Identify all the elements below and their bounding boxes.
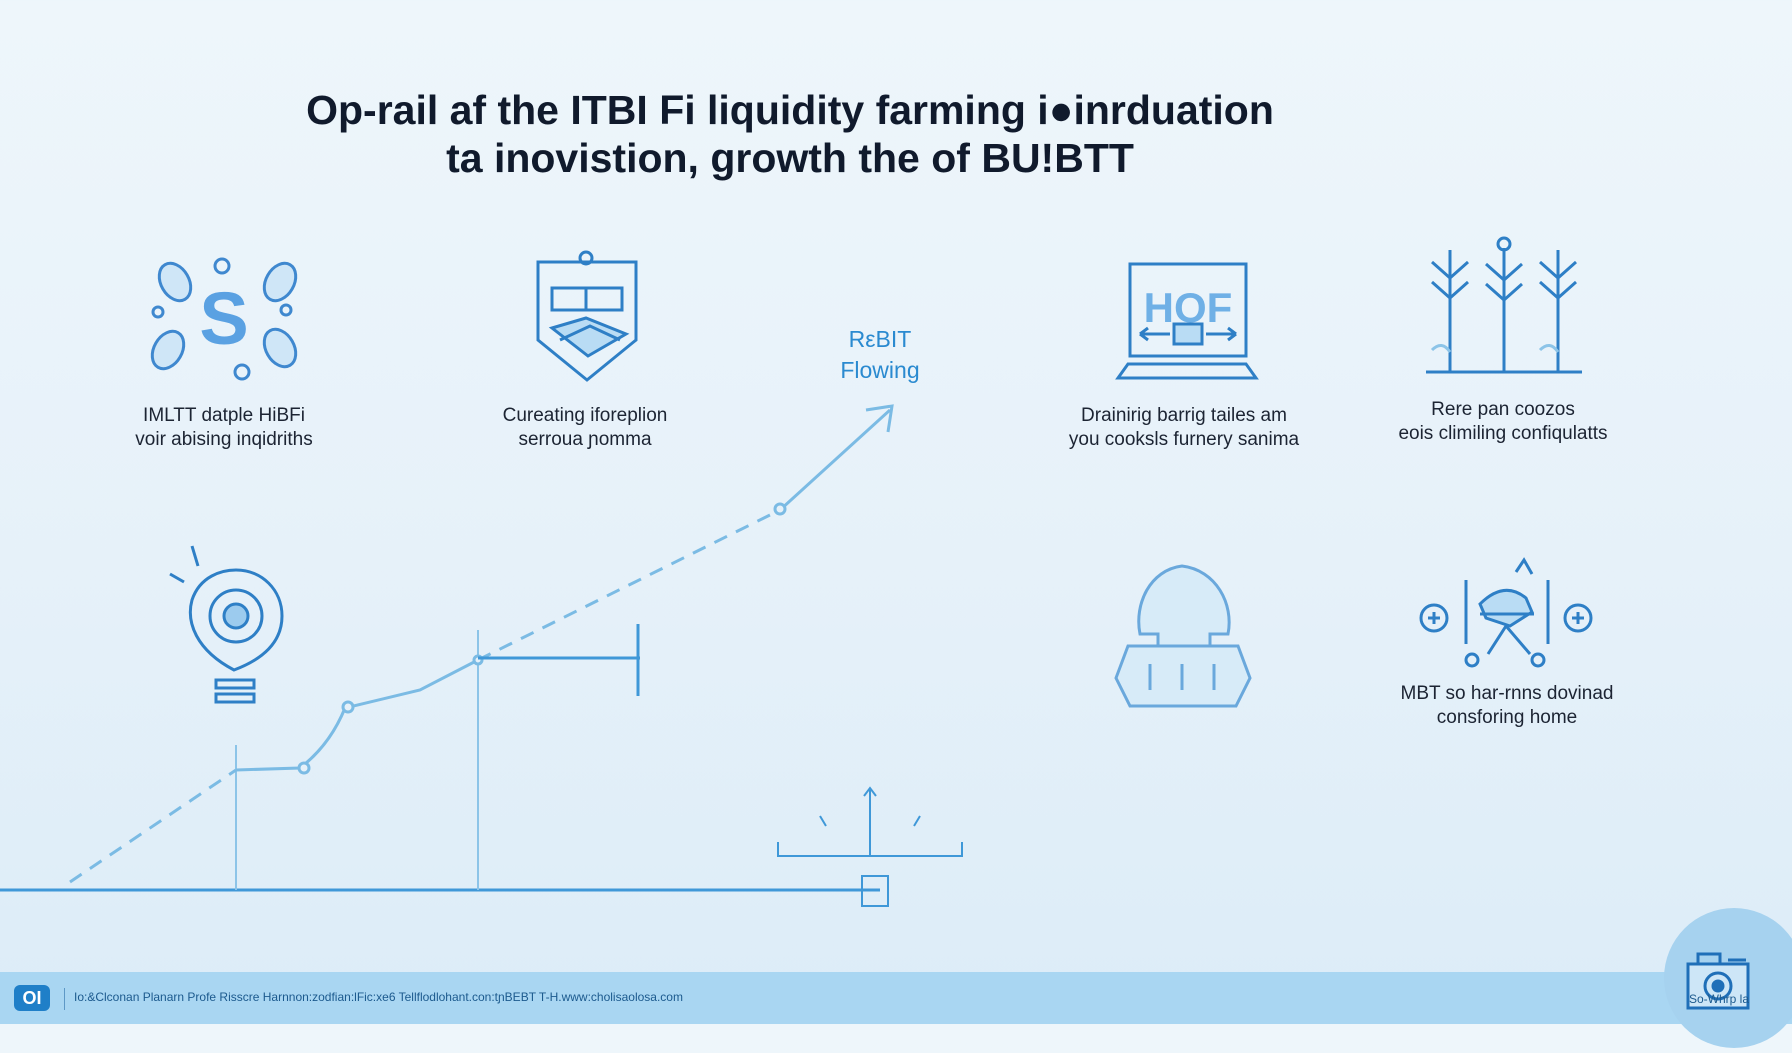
flow-label: RεBIT Flowing [840, 326, 920, 383]
shield-document-icon [536, 250, 638, 382]
feature-label-mbt: MBT so har-rnns dovinad consforing home [1400, 683, 1614, 728]
wheat-stalks-icon [1426, 236, 1582, 374]
feature-label-liquidity: IMLTT datple HiBFi voir abising inqidrit… [135, 405, 313, 450]
feature-label-curating: Cureating iforeplion serroua ɲomma [502, 405, 668, 450]
footer-logo: OI [14, 985, 50, 1011]
feature-label-rere: Rere pan coozos eois climiling confiqula… [1398, 399, 1608, 444]
svg-text:S: S [199, 277, 248, 360]
coin-s-icon: S [150, 257, 298, 381]
badge-caption: So-Whrp la [1688, 992, 1750, 1006]
footer-text: Io:&Clconan Planarn Profe Risscre Harnno… [74, 990, 683, 1004]
lightbulb-coin-icon [169, 545, 284, 704]
diagram-canvas: S HOF [0, 236, 1593, 907]
camera-icon [1686, 952, 1750, 1010]
growth-chart [0, 404, 963, 907]
page-title: Op-rail af the ITBI Fi liquidity farming… [260, 86, 1320, 182]
footer-bar: OI Io:&Clconan Planarn Profe Risscre Har… [0, 972, 1792, 1024]
camera-badge [1664, 908, 1792, 1048]
feature-label-draining: Drainirig barrig tailes am you cooksls f… [1068, 405, 1300, 450]
monitor-hof-icon: HOF [1115, 262, 1259, 380]
title-line-1: Op-rail af the ITBI Fi liquidity farming… [306, 87, 1274, 133]
growth-curve-dashed-start [69, 768, 237, 884]
arrow-head [865, 404, 894, 433]
helmet-icon [1114, 564, 1252, 708]
footer-divider [64, 988, 65, 1010]
title-line-2: ta inovistion, growth the of BU!BTT [446, 135, 1134, 181]
plus-network-icon [1419, 557, 1593, 668]
growth-curve-arrow [778, 408, 892, 512]
growth-curve-dashed-end [477, 508, 781, 662]
growth-curve [235, 658, 479, 772]
